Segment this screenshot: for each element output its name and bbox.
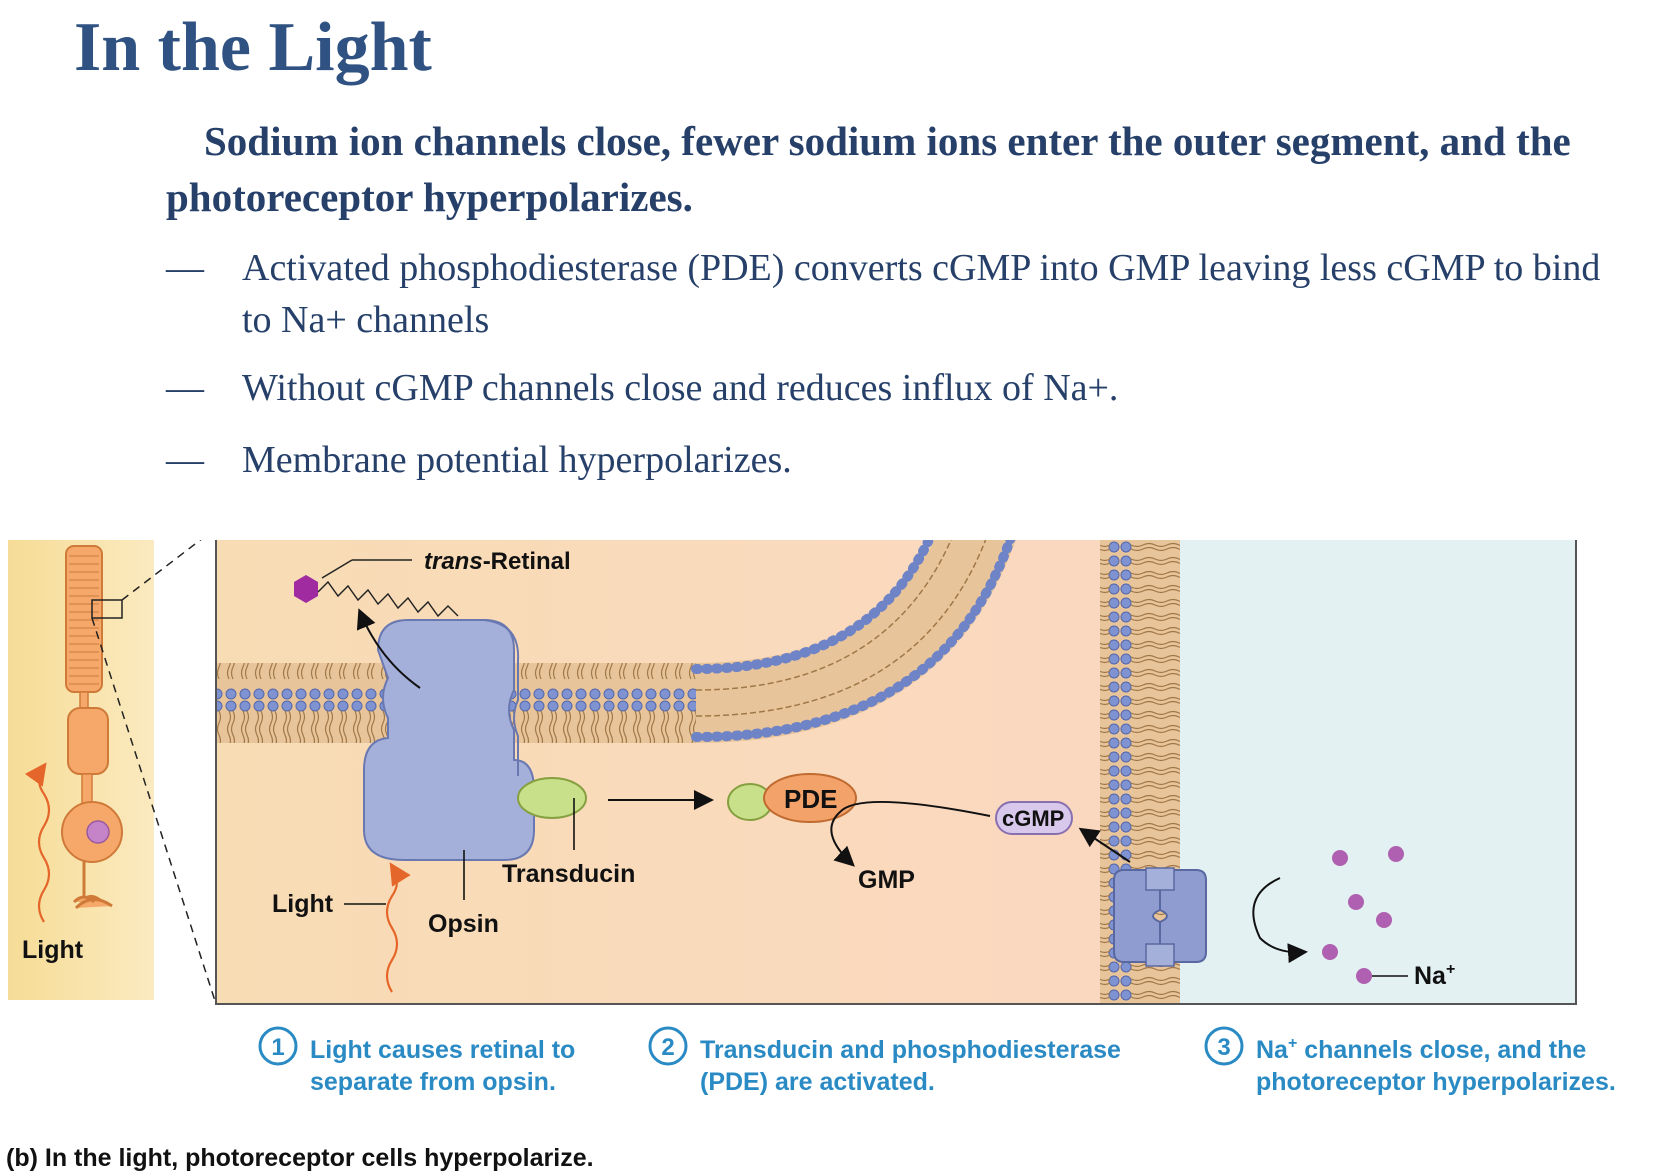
retinal-ring	[294, 575, 318, 603]
bullet-dash: —	[166, 367, 204, 409]
na-ion	[1388, 846, 1404, 862]
na-ion	[1376, 912, 1392, 928]
na-ion	[1348, 894, 1364, 910]
cgmp-label: cGMP	[1002, 806, 1064, 831]
opsin-protein	[363, 619, 535, 861]
pde-label: PDE	[784, 784, 837, 814]
step-text: Light causes retinal to	[310, 1036, 575, 1064]
step-1: 1 Light causes retinal to separate from …	[258, 1026, 575, 1096]
bullet-item: — Membrane potential hyperpolarizes.	[166, 434, 1626, 486]
light-label-inner: Light	[272, 890, 334, 918]
step-number: 2	[661, 1034, 674, 1061]
step-number-circle	[1204, 1026, 1244, 1066]
step-text: Transducin and phosphodiesterase	[700, 1036, 1121, 1064]
bullet-text: Activated phosphodiesterase (PDE) conver…	[242, 247, 1601, 342]
gmp-label: GMP	[858, 866, 915, 894]
transducin-protein	[517, 777, 587, 819]
bullet-text: Without cGMP channels close and reduces …	[242, 367, 1119, 409]
light-wave-cell	[24, 762, 51, 923]
cgmp-release-arrow	[1078, 827, 1131, 863]
main-point: Sodium ion channels close, fewer sodium …	[166, 118, 1571, 220]
step-text: separate from opsin.	[310, 1068, 556, 1096]
zoom-panel-border	[215, 540, 1577, 1005]
retinal-release-arrow	[356, 608, 421, 689]
bullet-item: — Activated phosphodiesterase (PDE) conv…	[166, 242, 1626, 347]
figure-caption: (b) In the light, photoreceptor cells hy…	[6, 1144, 594, 1172]
channel-closing-arrow	[1252, 877, 1308, 964]
step-text: (PDE) are activated.	[700, 1068, 935, 1096]
na-ion	[1356, 968, 1372, 984]
rod-cell	[61, 545, 123, 910]
transducin-label: Transducin	[502, 860, 635, 888]
na-ion	[1332, 850, 1348, 866]
step-text: Na+ channels close, and the	[1256, 1035, 1586, 1064]
cgmp-molecule	[995, 801, 1073, 835]
step-number-circle	[648, 1026, 688, 1066]
light-label-cell: Light	[22, 936, 84, 964]
step-number: 1	[271, 1034, 284, 1061]
bullet-dash: —	[166, 247, 204, 289]
bullet-dash: —	[166, 439, 204, 481]
bullet-text: Membrane potential hyperpolarizes.	[242, 439, 792, 481]
light-wave-inner	[385, 862, 411, 993]
phototransduction-diagram: Light trans-Retinal Transducin Opsin Lig…	[8, 540, 1616, 1096]
na-ion	[1322, 944, 1338, 960]
opsin-label: Opsin	[428, 910, 499, 938]
cgmp-to-gmp-arrow	[830, 800, 991, 867]
trans-retinal-label: trans-Retinal	[424, 548, 571, 575]
step-3: 3 Na+ channels close, and the photorecep…	[1204, 1026, 1616, 1096]
na-label: Na+	[1414, 961, 1455, 990]
step-number: 3	[1217, 1034, 1230, 1061]
step-text: photoreceptor hyperpolarizes.	[1256, 1068, 1616, 1096]
pde-protein	[763, 773, 857, 823]
slide-title: In the Light	[74, 9, 432, 86]
bullet-item: — Without cGMP channels close and reduce…	[166, 362, 1626, 414]
step-2: 2 Transducin and phosphodiesterase (PDE)…	[648, 1026, 1121, 1096]
extracellular-region	[1180, 540, 1576, 1004]
sodium-channel	[1113, 867, 1207, 967]
step-number-circle	[258, 1026, 298, 1066]
retinal-chain	[317, 580, 459, 618]
